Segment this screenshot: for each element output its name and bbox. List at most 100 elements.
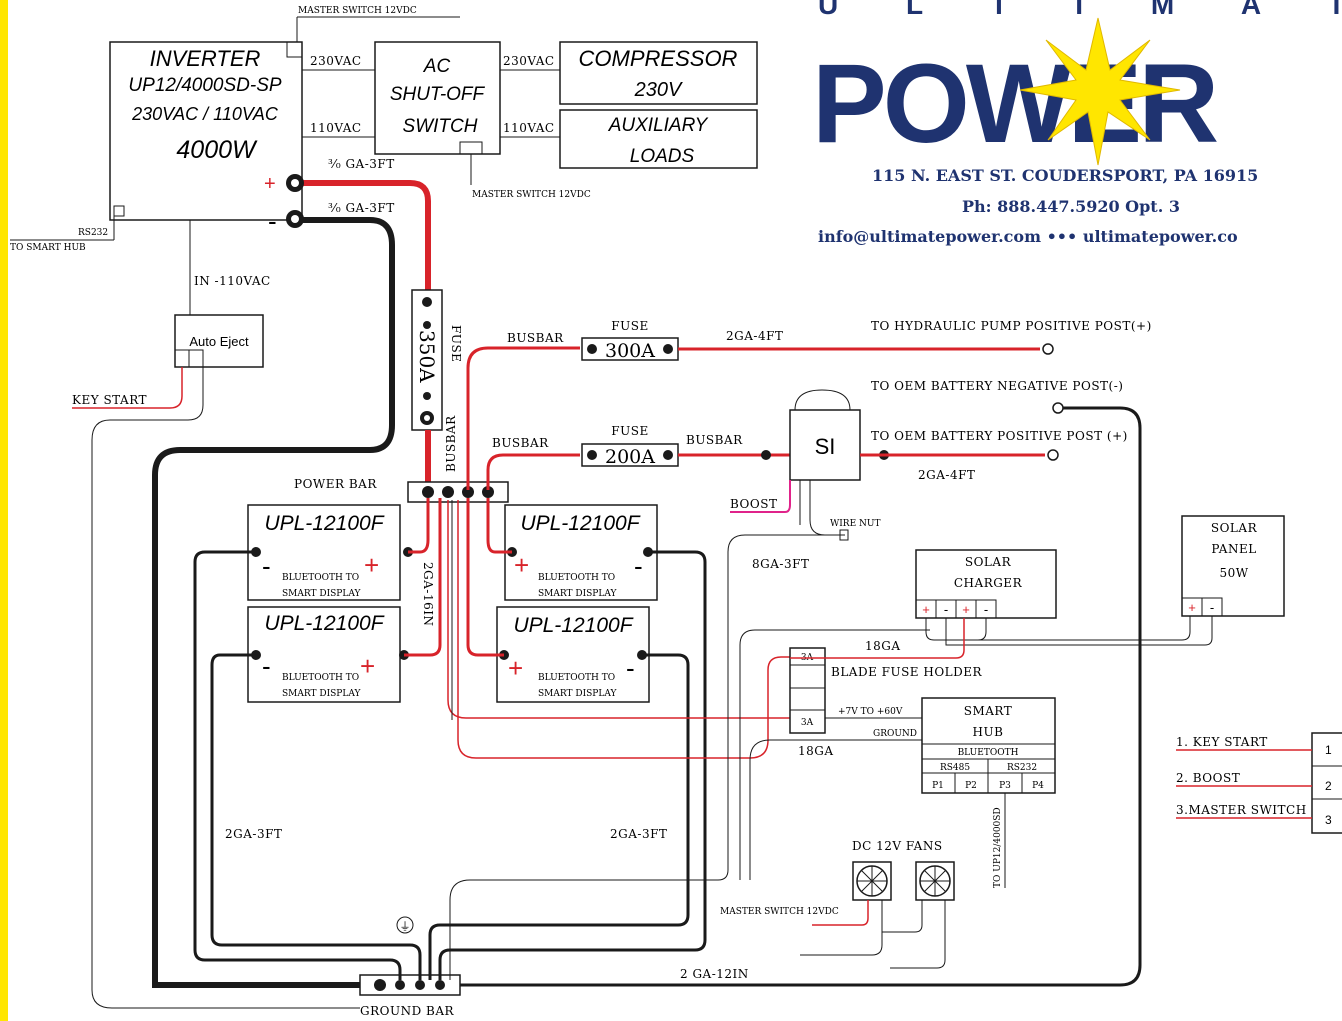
- boost-label: BOOST: [730, 497, 777, 511]
- v-range-label: +7V TO +60V: [838, 707, 903, 717]
- power-bar-label: POWER BAR: [294, 477, 377, 491]
- svg-text:P2: P2: [965, 781, 977, 791]
- inverter-voltage: 230VAC / 110VAC: [131, 104, 279, 124]
- auto-eject-box: Auto Eject: [174, 314, 264, 368]
- busbar-vertical-label: BUSBAR: [444, 415, 458, 472]
- svg-text:CHARGER: CHARGER: [954, 576, 1023, 590]
- solar-charger: SOLAR CHARGER + - + -: [915, 549, 1057, 619]
- blade-fuse-holder: 3A 3A: [789, 647, 826, 734]
- vac230-b: 230VAC: [503, 54, 555, 68]
- ga-2-4ft-b: 2GA-4FT: [918, 468, 975, 482]
- svg-text:RS485: RS485: [940, 763, 970, 773]
- svg-text:+: +: [364, 550, 379, 580]
- svg-text:50W: 50W: [1219, 566, 1248, 580]
- busbar-label-2: BUSBAR: [492, 436, 549, 450]
- logo-letters: U L T I M A T: [818, 0, 1342, 20]
- cable-neg-label: ³⁄₀ GA-3FT: [328, 201, 395, 215]
- svg-text:AC: AC: [423, 56, 451, 77]
- svg-text:UPL-12100F: UPL-12100F: [264, 612, 384, 635]
- compressor-box: COMPRESSOR 230V: [559, 41, 758, 105]
- dc-fans-label: DC 12V FANS: [852, 839, 943, 853]
- inverter-minus: -: [268, 206, 277, 236]
- hydraulic-label: TO HYDRAULIC PUMP POSITIVE POST(+): [871, 319, 1152, 333]
- busbar-label-3: BUSBAR: [686, 433, 743, 447]
- company-contact: info@ultimatepower.com ••• ultimatepower…: [818, 227, 1238, 246]
- svg-text:-: -: [626, 653, 635, 683]
- ground-bar: [359, 974, 461, 996]
- svg-text:HUB: HUB: [973, 725, 1004, 739]
- inverter-box: INVERTER UP12/4000SD-SP 230VAC / 110VAC …: [10, 41, 303, 253]
- oem-pos-label: TO OEM BATTERY POSITIVE POST (+): [871, 429, 1128, 443]
- inverter-plus: +: [264, 173, 276, 195]
- battery-2: UPL-12100F - + BLUETOOTH TO SMART DISPLA…: [247, 606, 409, 703]
- svg-text:SI: SI: [815, 434, 836, 459]
- ground-label: GROUND: [873, 729, 917, 739]
- svg-text:SMART DISPLAY: SMART DISPLAY: [538, 689, 617, 699]
- svg-text:SWITCH: SWITCH: [403, 116, 478, 137]
- master-switch-mid-label: MASTER SWITCH 12VDC: [472, 190, 591, 200]
- fuse-vertical-label: FUSE: [449, 325, 463, 362]
- svg-text:+: +: [962, 602, 970, 617]
- auxiliary-loads-box: AUXILIARY LOADS: [559, 109, 758, 169]
- svg-text:300A: 300A: [605, 340, 655, 362]
- svg-text:COMPRESSOR: COMPRESSOR: [579, 46, 738, 71]
- svg-text:RS232: RS232: [1007, 763, 1037, 773]
- svg-text:1. KEY START: 1. KEY START: [1176, 735, 1268, 749]
- ground-symbol-icon: ⏚: [400, 920, 411, 933]
- svg-text:3A: 3A: [801, 718, 814, 728]
- in-110-label: IN -110VAC: [194, 274, 271, 288]
- logo-star: [1019, 17, 1181, 166]
- svg-text:P4: P4: [1032, 781, 1044, 791]
- svg-text:SMART: SMART: [964, 704, 1013, 718]
- master-switch-top-label: MASTER SWITCH 12VDC: [298, 6, 417, 16]
- fuse-200a: 200A FUSE: [581, 424, 679, 468]
- svg-text:PANEL: PANEL: [1211, 542, 1256, 556]
- solar-panel: SOLAR PANEL 50W + -: [1181, 515, 1285, 617]
- svg-text:UPL-12100F: UPL-12100F: [513, 614, 633, 637]
- vac230-a: 230VAC: [310, 54, 362, 68]
- svg-text:BLUETOOTH: BLUETOOTH: [958, 748, 1019, 758]
- fuse-350a: 350A: [411, 289, 443, 431]
- svg-text:+: +: [360, 651, 375, 681]
- svg-text:UPL-12100F: UPL-12100F: [264, 512, 384, 535]
- svg-text:+: +: [922, 602, 930, 617]
- inverter-model: UP12/4000SD-SP: [128, 75, 281, 96]
- svg-text:AUXILIARY: AUXILIARY: [608, 115, 709, 136]
- svg-text:Auto Eject: Auto Eject: [189, 334, 249, 349]
- svg-text:SHUT-OFF: SHUT-OFF: [390, 84, 486, 105]
- si-isolator: SI: [761, 389, 889, 481]
- svg-text:BLUETOOTH TO: BLUETOOTH TO: [538, 673, 615, 683]
- vac110-a: 110VAC: [310, 121, 362, 135]
- ga-2-12in: 2 GA-12IN: [680, 967, 749, 981]
- battery-1: UPL-12100F - + BLUETOOTH TO SMART DISPLA…: [247, 504, 413, 601]
- company-info: 115 N. EAST ST. COUDERSPORT, PA 16915 Ph…: [818, 166, 1258, 246]
- svg-text:-: -: [634, 551, 643, 581]
- svg-text:3: 3: [1325, 813, 1332, 827]
- power-bar: [407, 481, 509, 503]
- svg-text:+: +: [508, 653, 523, 683]
- svg-text:FUSE: FUSE: [611, 319, 648, 333]
- svg-text:LOADS: LOADS: [630, 146, 695, 167]
- svg-text:SOLAR: SOLAR: [965, 555, 1012, 569]
- svg-text:+: +: [1188, 600, 1196, 615]
- ga-2-3ft-a: 2GA-3FT: [225, 827, 282, 841]
- svg-text:-: -: [262, 551, 271, 581]
- svg-text:SOLAR: SOLAR: [1211, 521, 1258, 535]
- svg-text:SMART DISPLAY: SMART DISPLAY: [538, 589, 617, 599]
- wire-nut-label: WIRE NUT: [830, 519, 880, 529]
- inverter-title: INVERTER: [150, 46, 261, 71]
- ga-18-b: 18GA: [798, 744, 834, 758]
- battery-4: UPL-12100F + - BLUETOOTH TO SMART DISPLA…: [496, 606, 650, 703]
- cable-pos-label: ³⁄₀ GA-3FT: [328, 157, 395, 171]
- fan-1-icon: [852, 861, 892, 901]
- inverter-to-smart-hub: TO SMART HUB: [10, 243, 86, 253]
- svg-text:-: -: [262, 651, 271, 681]
- svg-text:SMART DISPLAY: SMART DISPLAY: [282, 689, 361, 699]
- svg-text:2. BOOST: 2. BOOST: [1176, 771, 1240, 785]
- ac-shutoff-switch[interactable]: AC SHUT-OFF SWITCH: [374, 41, 501, 155]
- ga-2-16in: 2GA-16IN: [421, 562, 435, 626]
- ga-8-3ft: 8GA-3FT: [752, 557, 809, 571]
- svg-text:BLUETOOTH TO: BLUETOOTH TO: [282, 573, 359, 583]
- ground-bar-label: GROUND BAR: [360, 1004, 454, 1018]
- ga-2-4ft-a: 2GA-4FT: [726, 329, 783, 343]
